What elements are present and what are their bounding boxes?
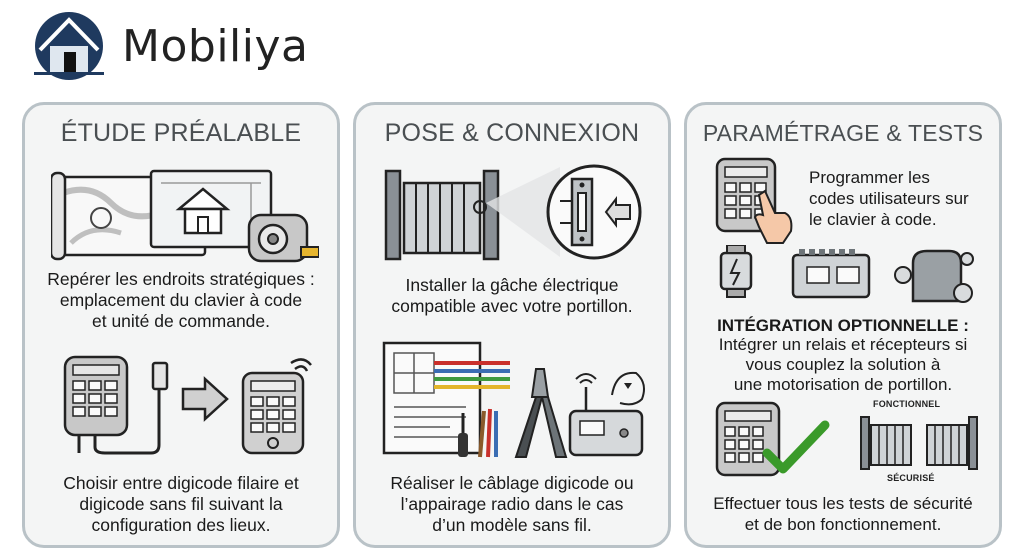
study-location-text: Repérer les endroits stratégiques : empl…: [47, 269, 315, 331]
relay-receiver-motor-icon: [719, 245, 974, 303]
blueprint-tape-measure-icon: [51, 169, 319, 263]
panel-parametrage-tests: PARAMÉTRAGE & TESTS Programmer les codes…: [684, 102, 1002, 548]
keypad-finger-icon: [715, 157, 793, 244]
gate-status-icon: [860, 416, 978, 470]
panel-pose-connexion: POSE & CONNEXION Installer la gâche élec…: [353, 102, 671, 548]
panel-title: PARAMÉTRAGE & TESTS: [702, 120, 984, 146]
panel-title: POSE & CONNEXION: [384, 119, 640, 147]
gate-electric-strike-icon: [384, 164, 642, 261]
panel-title: ÉTUDE PRÉALABLE: [60, 119, 302, 147]
brand-header: Mobiliya: [30, 10, 309, 82]
wiring-text: Réaliser le câblage digicode ou l’appair…: [390, 473, 634, 535]
panel-etude-prealable: ÉTUDE PRÉALABLE Repérer les endroits str…: [22, 102, 340, 548]
keypad-check-icon: [715, 401, 830, 477]
integration-text: Intégrer un relais et récepteurs si vous…: [718, 335, 968, 394]
electric-strike-text: Installer la gâche électrique compatible…: [391, 275, 633, 316]
wiring-pairing-icon: [382, 341, 645, 458]
wired-vs-wireless-keypad-icon: [63, 355, 312, 455]
gate-state-bottom: SÉCURISÉ: [887, 473, 935, 483]
house-logo-icon: [34, 12, 104, 80]
brand-name: Mobiliya: [122, 20, 309, 72]
program-codes-text: Programmer les codes utilisateurs sur le…: [809, 168, 969, 229]
integration-title: INTÉGRATION OPTIONNELLE :: [717, 316, 969, 335]
tests-text: Effectuer tous les tests de sécurité et …: [713, 494, 973, 534]
keypad-choice-text: Choisir entre digicode filaire et digico…: [63, 473, 299, 535]
gate-state-top: FONCTIONNEL: [873, 399, 941, 409]
